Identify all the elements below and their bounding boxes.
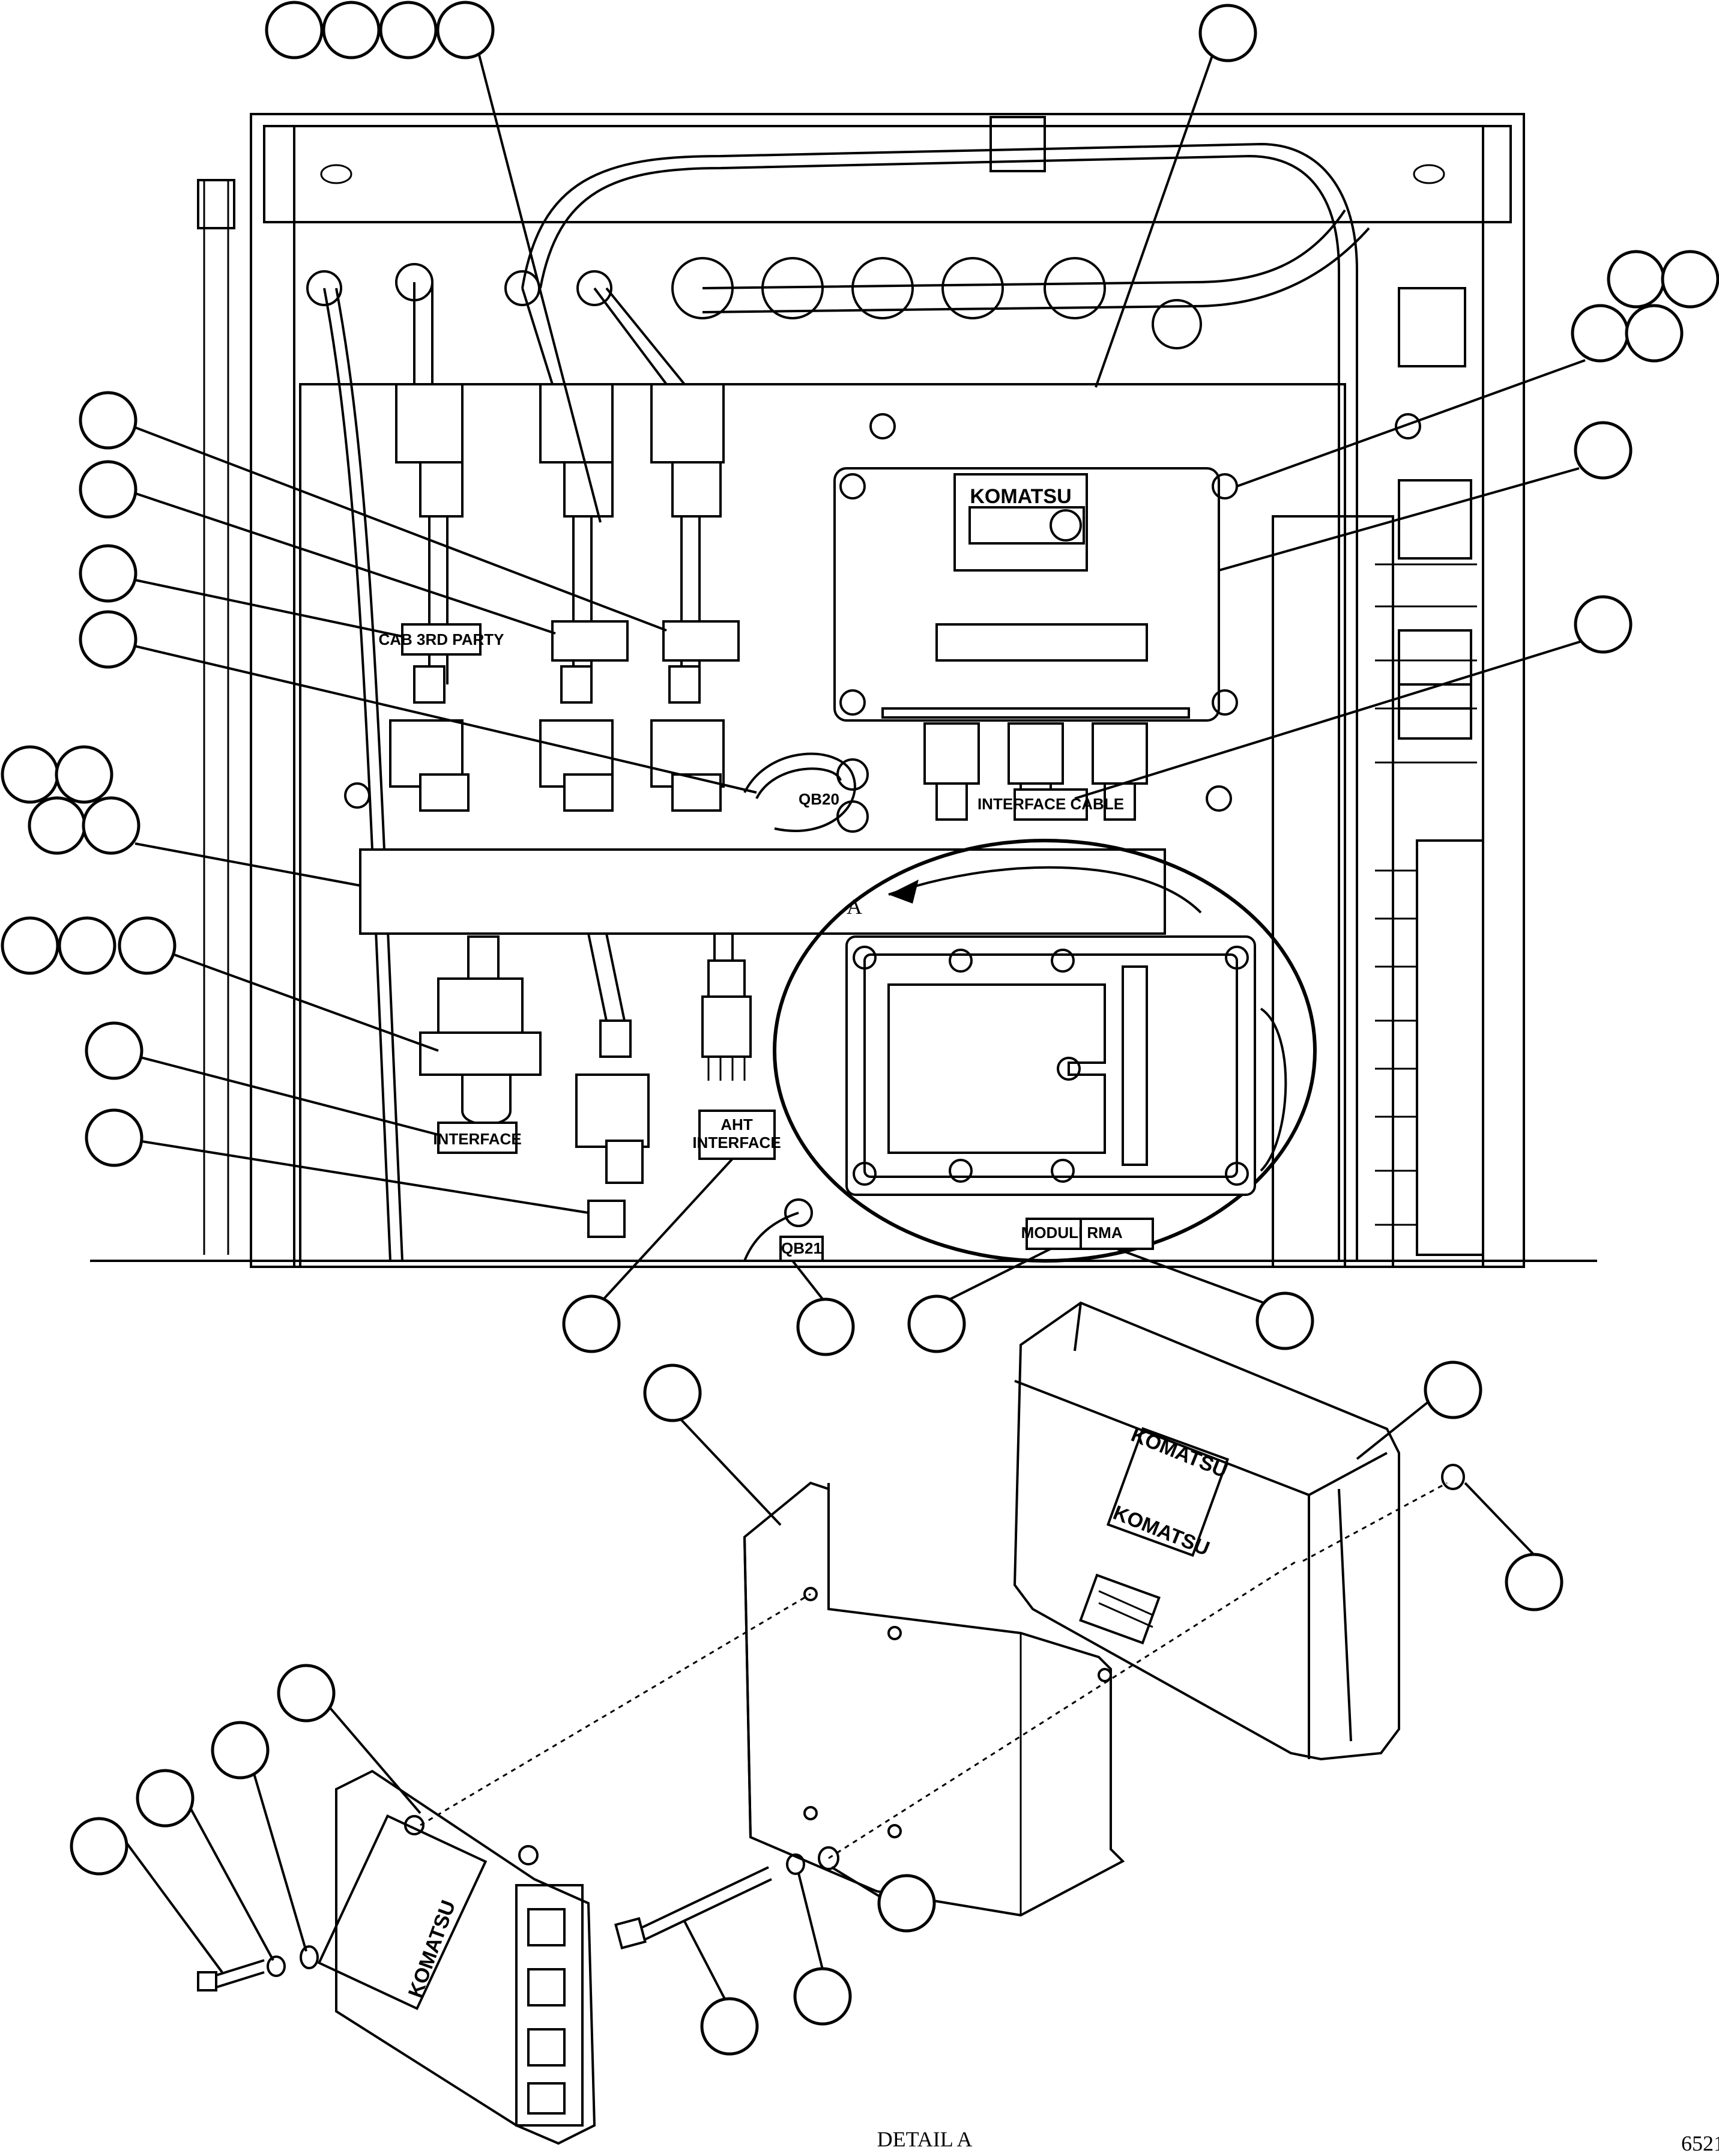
small-module: KOMATSU [317, 1769, 596, 2145]
detail-caption: DETAIL A [877, 2127, 973, 2151]
callout-leaders [119, 47, 1598, 2003]
komatsu-module-large: KOMATSU KOMATSU [1013, 1301, 1400, 1761]
tag-aht: AHT [721, 1116, 753, 1134]
tag-module: MODULE [1021, 1224, 1089, 1242]
wire-harness [323, 142, 1370, 1261]
grommet-row [306, 257, 1202, 349]
callout-balloons [1, 1, 1719, 2056]
tag-rma: RMA [1087, 1224, 1122, 1242]
tag-interface: INTERFACE [433, 1130, 521, 1148]
interface-connector: INTERFACE [344, 782, 542, 1154]
mounting-bracket [743, 1481, 1125, 1917]
coiled-cable: QB20 [743, 752, 869, 833]
fastener-right [1441, 1464, 1465, 1490]
aht-connector: AHT INTERFACE [692, 934, 781, 1160]
komatsu-logo-top: KOMATSU [970, 485, 1071, 508]
tag-qb21: QB21 [781, 1239, 822, 1257]
tag-qb20: QB20 [799, 790, 839, 808]
drawing-number: 65216 [1681, 2131, 1719, 2155]
fastener-set-bottom [614, 1846, 839, 1949]
cable-tags: CAB 3RD PARTY [379, 620, 740, 662]
control-module-top: KOMATSU [833, 413, 1238, 722]
tag-aht-interface: INTERFACE [692, 1134, 781, 1152]
alignment-lines [420, 1482, 1448, 1859]
cable-glands: INTERFACE CABLE [923, 722, 1148, 821]
relay-column [1206, 287, 1484, 1268]
tag-third-party: CAB 3RD PARTY [379, 630, 504, 648]
detail-band: A [359, 848, 1202, 935]
lower-tags: QB21 MODULE RMA [587, 1198, 1154, 1262]
tag-interface-cable: INTERFACE CABLE [977, 795, 1124, 813]
detail-a-ellipse [773, 839, 1317, 1263]
fastener-set-left [197, 1945, 319, 1991]
connector-column-left [389, 383, 470, 812]
